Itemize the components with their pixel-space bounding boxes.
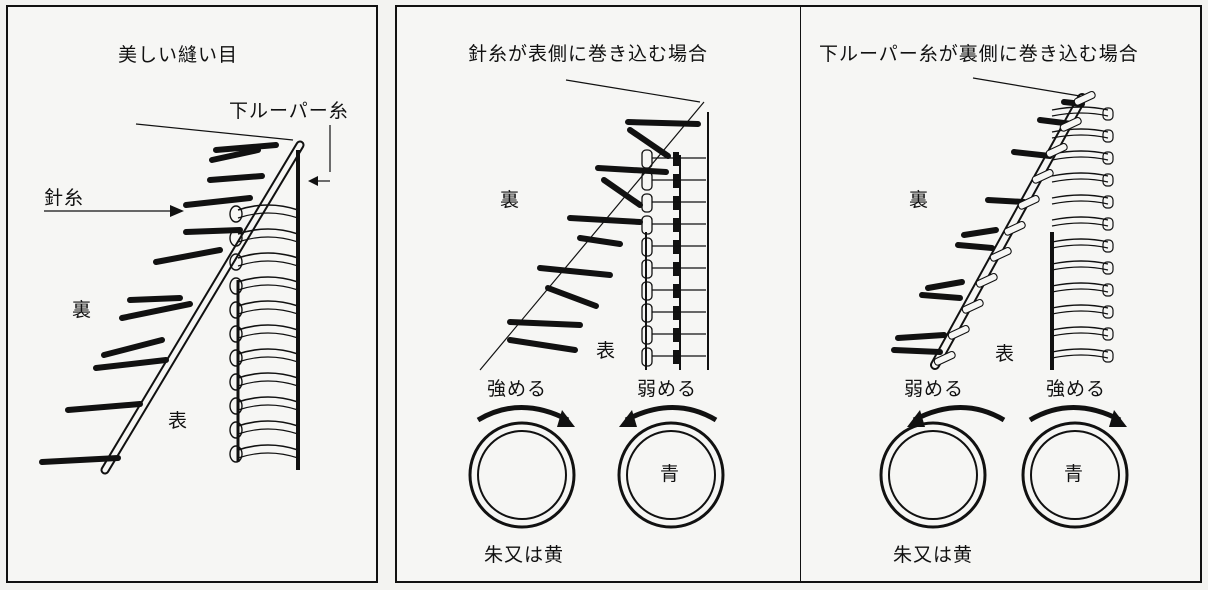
dial-right-inner — [626, 430, 716, 520]
panel3-left-dial-color: 朱又は黄 — [893, 544, 974, 566]
back-stitch — [93, 357, 169, 371]
back-stitch — [601, 177, 643, 208]
panel1-back-label: 裏 — [72, 299, 93, 321]
back-stitch — [119, 301, 193, 321]
looper-loop — [1051, 304, 1109, 309]
back-stitch — [153, 247, 223, 265]
back-stitch — [925, 279, 965, 291]
back-stitch — [207, 173, 265, 183]
decrease-arrow — [624, 405, 718, 423]
panel2-front-label: 表 — [596, 340, 617, 362]
panel3-right-direction: 強める — [1046, 378, 1107, 400]
back-stitch — [39, 455, 121, 465]
panel-looper-thread-wraps-back — [800, 5, 1202, 583]
panel3-back-label: 裏 — [909, 189, 930, 211]
back-stitch — [985, 197, 1027, 205]
back-stitch — [101, 337, 165, 358]
back-stitch — [65, 401, 143, 413]
back-stitch — [919, 292, 963, 301]
looper-loop — [237, 324, 299, 331]
needle-arrow-head — [170, 205, 184, 217]
back-stitch — [545, 285, 599, 309]
looper-loop — [237, 204, 299, 211]
back-stitch — [567, 215, 643, 225]
back-stitch — [627, 127, 671, 159]
dial-left-outer — [468, 421, 576, 529]
back-stitch — [1011, 149, 1053, 159]
panel3-right-dial-color: 青 — [1064, 463, 1085, 485]
looper-thread-label: 下ルーパー糸 — [229, 100, 349, 122]
back-stitch — [955, 242, 995, 251]
looper-loop — [237, 228, 299, 235]
increase-arrow — [476, 405, 570, 423]
panel1-front-label: 表 — [168, 410, 189, 432]
back-stitch — [209, 147, 261, 163]
looper-loop — [237, 300, 299, 307]
looper-loop — [1051, 194, 1109, 199]
looper-loop — [237, 420, 299, 427]
increase-arrow-p3 — [1028, 405, 1122, 423]
diagonal-edge — [479, 101, 705, 371]
panel2-left-direction: 強める — [487, 378, 548, 400]
looper-loop — [1051, 326, 1109, 331]
looper-loop — [1051, 348, 1109, 353]
looper-arrow-head — [308, 176, 318, 186]
dial-right-outer — [617, 421, 725, 529]
looper-loop — [237, 444, 299, 451]
back-stitch — [183, 227, 243, 235]
back-stitch — [895, 332, 947, 341]
panel2-title: 針糸が表側に巻き込む場合 — [468, 43, 709, 65]
decrease-arrow-p3 — [912, 405, 1006, 423]
panel2-right-direction: 弱める — [637, 378, 698, 400]
back-stitch — [507, 337, 578, 353]
dial-left-inner — [477, 430, 567, 520]
back-stitch — [891, 347, 943, 355]
looper-loop — [1051, 238, 1109, 243]
looper-loop — [237, 276, 299, 283]
back-stitch — [625, 119, 701, 127]
back-stitch — [507, 319, 583, 328]
looper-leader-line — [135, 123, 294, 141]
back-stitch — [127, 295, 183, 303]
looper-loop — [1051, 282, 1109, 287]
looper-loop — [237, 372, 299, 379]
looper-loop — [237, 252, 299, 259]
panel-needle-thread-wraps-front — [395, 5, 801, 583]
looper-loop — [1051, 260, 1109, 265]
back-stitch — [577, 235, 623, 247]
back-stitch — [183, 195, 253, 208]
back-stitch — [537, 265, 613, 278]
panel3-title: 下ルーパー糸が裏側に巻き込む場合 — [819, 43, 1139, 65]
panel2-left-dial-color: 朱又は黄 — [484, 544, 565, 566]
back-stitch — [595, 165, 669, 175]
back-stitch — [213, 142, 279, 153]
panel3-left-direction: 弱める — [904, 378, 965, 400]
panel2-right-dial-color: 青 — [660, 463, 681, 485]
panel3-front-label: 表 — [995, 343, 1016, 365]
looper-loop — [237, 348, 299, 355]
needle-thread-label: 針糸 — [44, 187, 85, 209]
looper-loop — [1051, 172, 1109, 177]
panel-beautiful-stitch — [6, 5, 378, 583]
panel2-back-label: 裏 — [500, 189, 521, 211]
back-stitch — [961, 227, 999, 238]
looper-loop — [1051, 216, 1109, 221]
panel1-title: 美しい縫い目 — [118, 44, 239, 66]
looper-loop — [237, 396, 299, 403]
